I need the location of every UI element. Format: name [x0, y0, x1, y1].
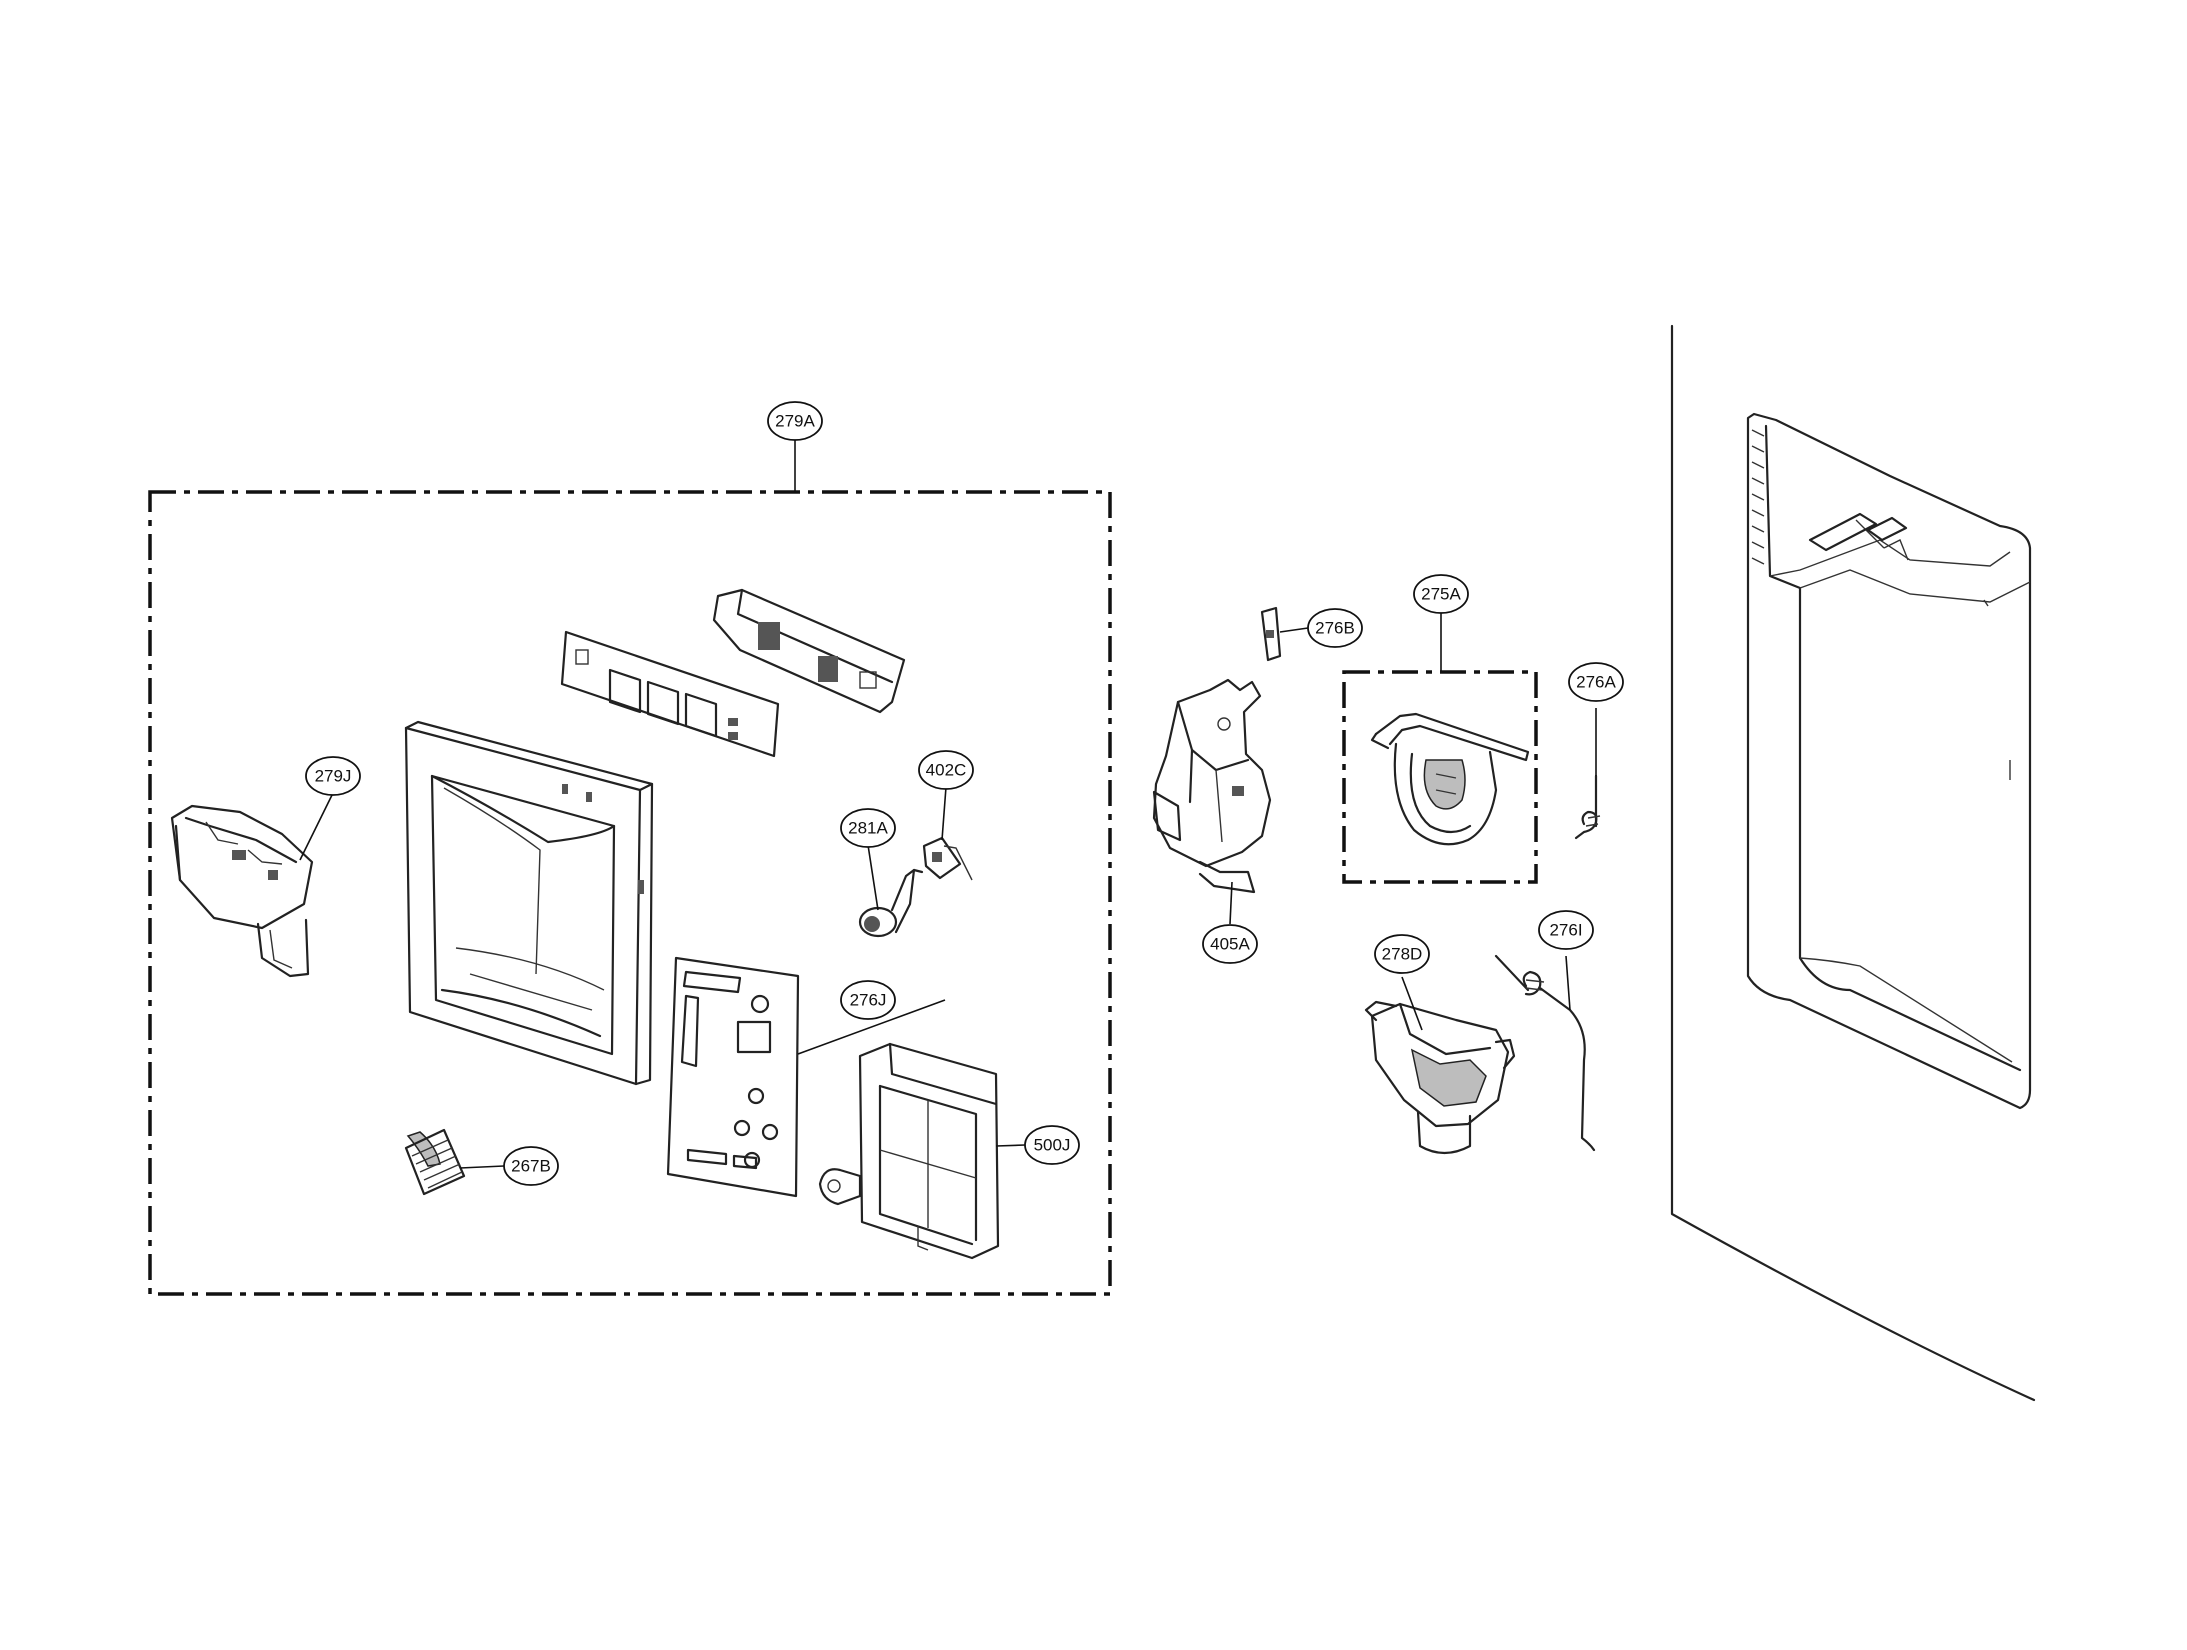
callout-276A-label: 276A	[1576, 673, 1616, 692]
leader-lines	[299, 627, 1597, 1169]
part-276A-spring[interactable]	[1574, 774, 1601, 840]
callout-405A[interactable]: 405A	[1202, 924, 1258, 964]
assembly-275A-boundary	[1342, 670, 1538, 884]
callout-281A-label: 281A	[848, 819, 888, 838]
part-refrigerator-door	[1670, 324, 2036, 1402]
callout-279J-label: 279J	[315, 767, 352, 786]
part-275A-flapper[interactable]	[1370, 712, 1530, 846]
callout-500J[interactable]: 500J	[1024, 1125, 1080, 1165]
part-267B-coil[interactable]	[404, 1128, 466, 1196]
callout-276J-label: 276J	[850, 991, 887, 1010]
part-dispenser-frame[interactable]	[404, 720, 654, 1086]
callout-275A-label: 275A	[1421, 585, 1461, 604]
part-402C-switch[interactable]	[922, 836, 973, 881]
callout-276B-label: 276B	[1315, 619, 1355, 638]
callout-500J-label: 500J	[1034, 1136, 1071, 1155]
part-276J-control-board[interactable]	[666, 956, 800, 1198]
callout-281A[interactable]: 281A	[840, 808, 896, 848]
part-276I-wire-spring[interactable]	[1494, 954, 1596, 1152]
callout-278D-label: 278D	[1382, 945, 1423, 964]
callout-279A-label: 279A	[775, 412, 815, 431]
part-display-cover[interactable]	[560, 630, 780, 758]
callout-275A[interactable]: 275A	[1413, 574, 1469, 614]
callout-402C-label: 402C	[926, 761, 967, 780]
callout-405A-label: 405A	[1210, 935, 1250, 954]
callout-276I-label: 276I	[1549, 921, 1582, 940]
callout-402C[interactable]: 402C	[918, 750, 974, 790]
callout-276I[interactable]: 276I	[1538, 910, 1594, 950]
assembly-279A-boundary	[148, 490, 1112, 1296]
part-405A-actuator[interactable]	[1152, 678, 1272, 894]
callout-279J[interactable]: 279J	[305, 756, 361, 796]
callout-276A[interactable]: 276A	[1568, 662, 1624, 702]
part-278D-funnel[interactable]	[1364, 1000, 1516, 1155]
callout-267B[interactable]: 267B	[503, 1146, 559, 1186]
callout-278D[interactable]: 278D	[1374, 934, 1430, 974]
callout-279A[interactable]: 279A	[767, 401, 823, 441]
callout-276B[interactable]: 276B	[1307, 608, 1363, 648]
part-500J-housing[interactable]	[818, 1042, 1000, 1260]
callout-267B-label: 267B	[511, 1157, 551, 1176]
callout-276J[interactable]: 276J	[840, 980, 896, 1020]
part-276B-bracket[interactable]	[1260, 606, 1282, 662]
part-279J-ice-chute[interactable]	[170, 804, 314, 978]
part-281A-lever[interactable]	[858, 868, 924, 938]
part-display-bracket[interactable]	[712, 588, 906, 714]
